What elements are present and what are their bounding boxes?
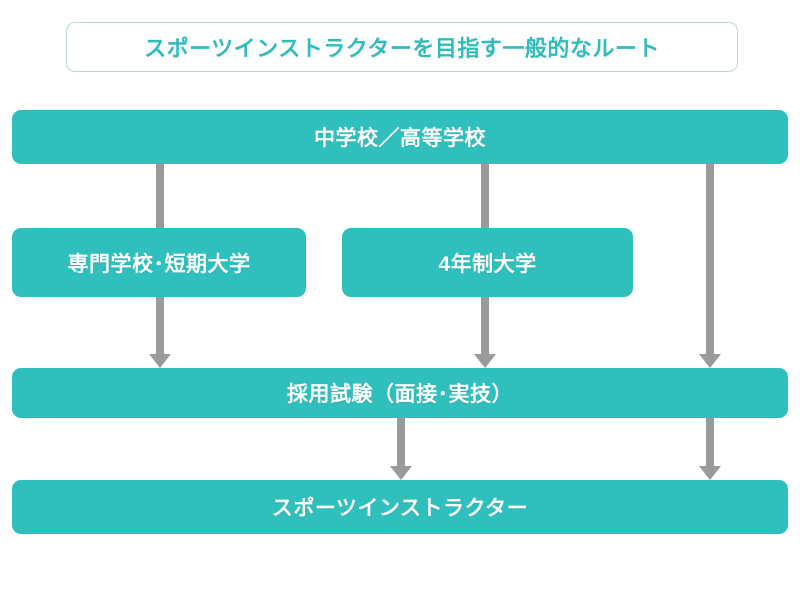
arrowhead-down-icon <box>390 466 412 480</box>
flow-node-instructor[interactable]: スポーツインストラクター <box>12 480 788 534</box>
connector-university-to-exam <box>471 296 499 368</box>
arrowhead-down-icon <box>474 354 496 368</box>
connector-exam-to-instructor-alt <box>696 418 724 480</box>
connector-shaft <box>706 418 714 467</box>
connector-shaft <box>706 164 714 355</box>
flow-node-label: 採用試験（面接･実技） <box>287 383 513 406</box>
flow-node-label: 中学校／高等学校 <box>314 127 486 150</box>
flow-node-exam[interactable]: 採用試験（面接･実技） <box>12 368 788 418</box>
flow-node-label: スポーツインストラクター <box>271 497 529 520</box>
connector-school-to-exam <box>696 164 724 368</box>
arrowhead-down-icon <box>149 354 171 368</box>
connector-shaft <box>156 296 164 355</box>
connector-vocational-to-exam <box>146 296 174 368</box>
arrowhead-down-icon <box>699 466 721 480</box>
diagram-title-box: スポーツインストラクターを目指す一般的なルート <box>66 22 738 72</box>
diagram-title-text: スポーツインストラクターを目指す一般的なルート <box>144 36 660 61</box>
flow-node-school[interactable]: 中学校／高等学校 <box>12 110 788 164</box>
flow-node-vocational[interactable]: 専門学校･短期大学 <box>12 228 306 297</box>
connector-exam-to-instructor <box>387 418 415 480</box>
flow-node-label: 専門学校･短期大学 <box>67 252 251 276</box>
connector-shaft <box>481 164 489 230</box>
connector-shaft <box>397 418 405 467</box>
connector-school-to-university <box>481 164 489 230</box>
flow-node-label: 4年制大学 <box>438 252 537 276</box>
flow-node-university[interactable]: 4年制大学 <box>342 228 633 297</box>
connector-school-to-vocational <box>156 164 164 230</box>
arrowhead-down-icon <box>699 354 721 368</box>
connector-shaft <box>156 164 164 230</box>
connector-shaft <box>481 296 489 355</box>
